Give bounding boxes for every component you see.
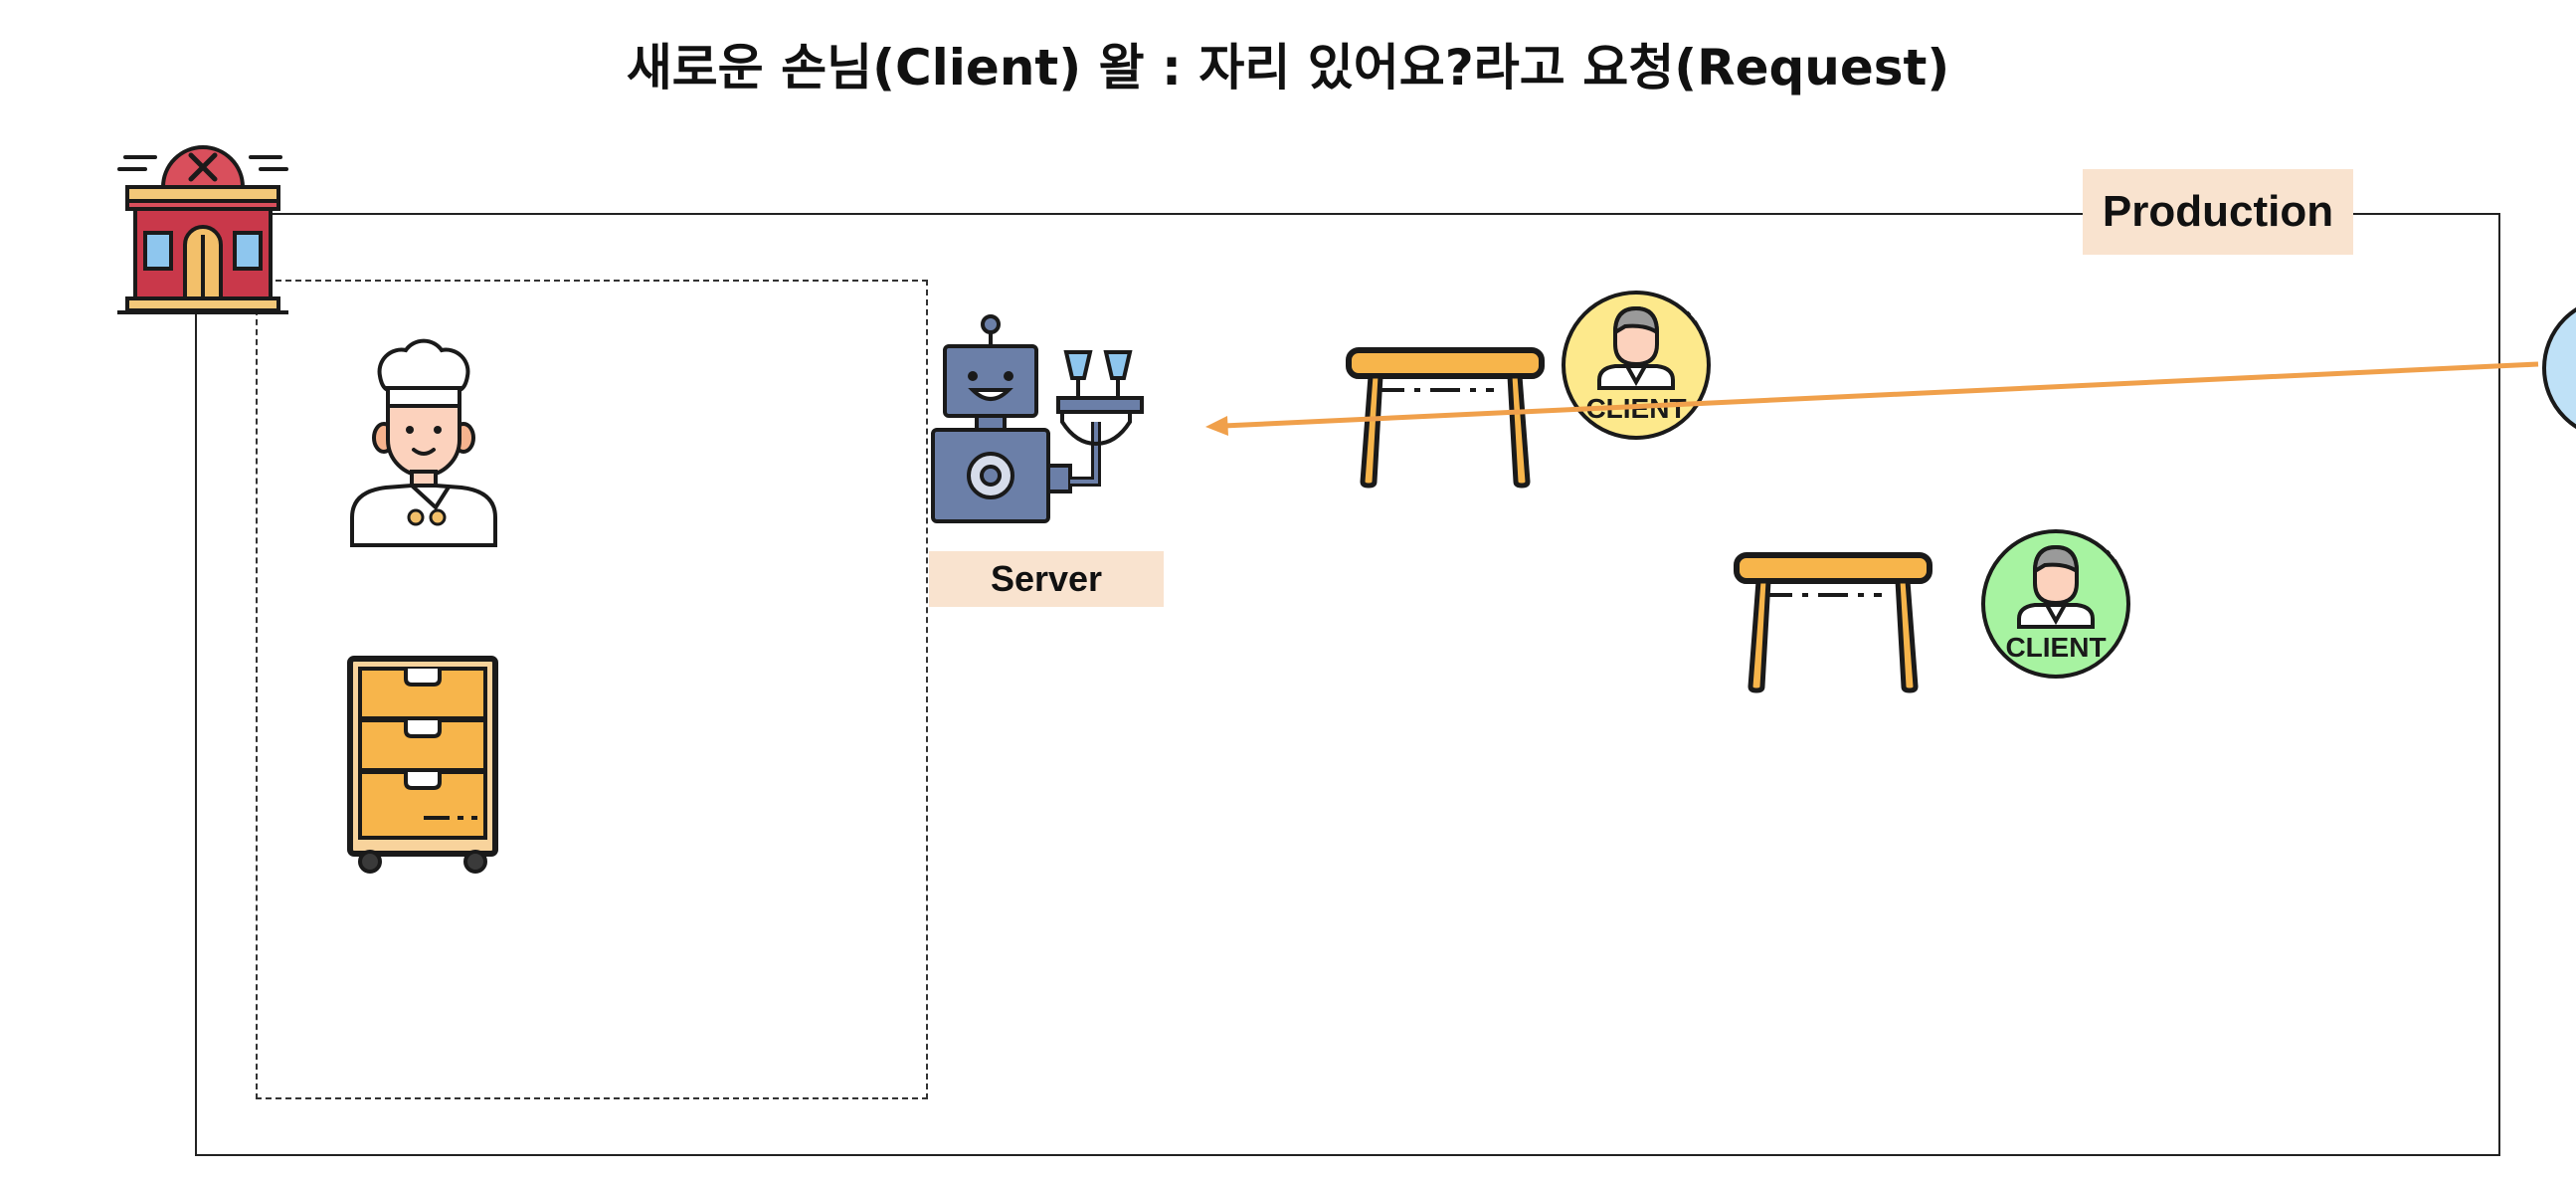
production-label: Production [2083, 169, 2353, 255]
server-label: Server [929, 551, 1164, 607]
table-icon [1346, 347, 1545, 489]
table-icon [1734, 552, 1932, 693]
robot-server-icon [931, 314, 1144, 523]
kitchen-boundary [256, 280, 928, 1099]
client-icon: CLIENT [1981, 529, 2130, 679]
client-icon: CLIENT [1562, 291, 1711, 440]
client-icon [2542, 306, 2576, 430]
production-boundary [195, 213, 2500, 1156]
diagram-title: 새로운 손님(Client) 왈 : 자리 있어요?라고 요청(Request) [626, 39, 1950, 97]
chef-icon [350, 338, 497, 547]
restaurant-icon [117, 145, 288, 314]
client-label: CLIENT [2005, 632, 2106, 663]
cabinet-icon [347, 656, 498, 874]
